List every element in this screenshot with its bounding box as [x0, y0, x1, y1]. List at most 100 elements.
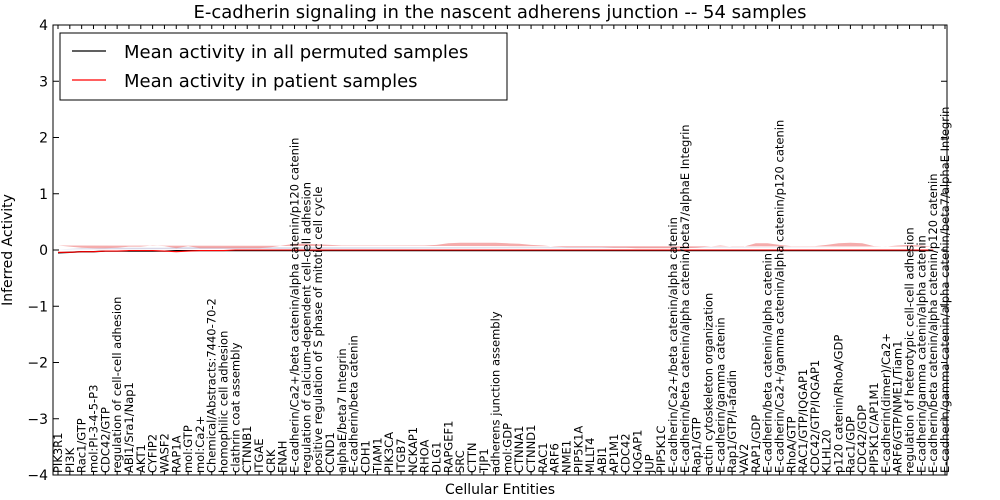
band-permuted-samples: [58, 247, 934, 250]
x-tick-label: AKT1: [134, 444, 148, 473]
x-tick-label: ABI1: [595, 447, 609, 473]
x-tick-label: ARF6: [548, 443, 562, 473]
x-tick-label: regulation of cell-cell adhesion: [110, 297, 124, 473]
x-tick-label: CTNNA1: [512, 426, 526, 473]
x-tick-label: JUP: [642, 454, 656, 474]
x-tick-label: clathrin coat assembly: [228, 342, 242, 473]
x-tick-label: E-cadherin/beta catenin: [347, 335, 361, 473]
line-patient-samples: [58, 249, 934, 253]
y-tick-label: 0: [39, 243, 48, 259]
chart-title: E-cadherin signaling in the nascent adhe…: [193, 2, 806, 23]
x-tick-label: DLG1: [429, 442, 443, 474]
x-tick-label: Rap1/GTP: [690, 417, 704, 473]
x-tick-label: PIP5K1C/AP1M1: [867, 382, 881, 473]
x-tick-label: CDC42/GTP/IQGAP1: [808, 360, 822, 473]
x-tick-label: KLHL20: [820, 429, 834, 473]
y-tick-label: −4: [27, 468, 48, 484]
y-tick-label: 4: [39, 18, 48, 34]
x-tick-label: RAP1A: [169, 435, 183, 473]
x-axis-ticks: [57, 25, 946, 475]
x-tick-label: CDC42/GTP: [98, 407, 112, 473]
x-tick-label: E-cadherin(dimer)/Ca2+: [879, 333, 893, 473]
x-tick-label: MLLT4: [583, 438, 597, 474]
x-tick-label: RhoA/GTP: [784, 416, 798, 473]
y-tick-label: 3: [39, 74, 48, 90]
x-tick-label: E-cadherin/gamma catenin/alpha catenin: [914, 235, 928, 473]
band-patient-samples: [58, 242, 934, 249]
x-tick-label: PIP5K1A: [571, 426, 585, 473]
x-tick-label: Rap1/GTP/I-afadin: [725, 370, 739, 473]
legend-label-permuted: Mean activity in all permuted samples: [124, 42, 468, 63]
x-tick-label: CYFIP2: [146, 434, 160, 473]
x-tick-label: RAP1/GDP: [749, 415, 763, 473]
x-tick-label: CTNNB1: [240, 426, 254, 473]
y-tick-label: 2: [39, 131, 48, 147]
x-tick-label: adherens junction assembly: [489, 311, 503, 473]
x-tick-label: mol:Ca2+: [193, 416, 207, 473]
x-tick-label: ABI1/Sra1/Nap1: [122, 382, 136, 473]
x-tick-label: mol:PI-3-4-5-P3: [86, 385, 100, 473]
x-tick-label: alphaE/beta7 Integrin: [335, 348, 349, 473]
x-tick-label: ITGB7: [394, 438, 408, 473]
x-tick-label: RHOA: [418, 440, 432, 473]
x-tick-labels: PIK3R1PI3KRac1/GTPmol:PI-3-4-5-P3CDC42/G…: [51, 107, 952, 474]
legend-label-patient: Mean activity in patient samples: [124, 71, 418, 92]
x-tick-label: RAC1: [536, 442, 550, 473]
x-tick-label: E-cadherin/Ca2+/gamma catenin/alpha cate…: [772, 120, 786, 473]
x-tick-label: E-cadherin/Ca2+/beta catenin/alpha caten…: [666, 217, 680, 473]
x-tick-label: PIK3R1: [51, 433, 65, 474]
series-lines: [57, 249, 934, 254]
legend-box: [59, 32, 508, 101]
x-tick-label: mol:GDP: [500, 423, 514, 473]
x-tick-label: CDH1: [358, 440, 372, 473]
y-tick-label: −1: [27, 299, 48, 315]
y-tick-label: 1: [39, 187, 48, 203]
legend: Mean activity in all permuted samples Me…: [59, 32, 508, 101]
confidence-bands: [58, 242, 934, 250]
x-tick-label: ITGAE: [252, 439, 266, 473]
x-tick-label: positive regulation of S phase of mitoti…: [311, 187, 325, 473]
x-tick-label: RAPGEF1: [441, 421, 455, 473]
x-tick-label: TIAM1: [370, 437, 384, 474]
x-tick-label: E-cadherin/Ca2+/beta catenin/alpha caten…: [288, 138, 302, 473]
x-tick-label: AP1M1: [607, 434, 621, 473]
x-tick-label: IQGAP1: [631, 430, 645, 473]
x-tick-label: CTNND1: [524, 425, 538, 473]
x-tick-label: Rac1/GDP: [843, 416, 857, 473]
x-tick-label: regulation of calcium-dependent cell-cel…: [299, 182, 313, 473]
x-tick-label: actin cytoskeleton organization: [701, 293, 715, 473]
x-tick-label: NCKAP1: [406, 427, 420, 473]
x-tick-label: E-cadherin/beta catenin/alpha catenin/p1…: [926, 174, 940, 474]
x-tick-label: CCND1: [323, 432, 337, 473]
x-tick-label: CDC42/GDP: [855, 405, 869, 473]
x-tick-label: mol:GTP: [181, 425, 195, 473]
x-tick-label: PI3K: [63, 447, 77, 473]
y-tick-label: −2: [27, 356, 48, 372]
x-tick-label: RAC1/GTP/IQGAP1: [796, 369, 810, 473]
x-tick-label: NME1: [560, 440, 574, 473]
y-axis-label: Inferred Activity: [0, 194, 16, 306]
x-axis-label: Cellular Entities: [445, 482, 555, 498]
x-tick-label: TJP1: [477, 448, 491, 474]
x-tick-label: PIP5K1C: [654, 426, 668, 473]
x-tick-label: SRC: [453, 450, 467, 473]
x-tick-label: E-cadherin/gamma catenin: [713, 317, 727, 473]
x-tick-label: homophilic cell adhesion: [217, 331, 231, 473]
y-tick-label: −3: [27, 412, 48, 428]
x-tick-label: WASF2: [157, 433, 171, 473]
x-tick-label: VAV2: [737, 444, 751, 473]
x-tick-label: Rac1/GTP: [75, 418, 89, 473]
x-tick-label: E-cadherin/gamma catenin/alpha catenin/b…: [938, 107, 952, 473]
x-tick-label: Chemical/Abstracts:7440-70-2: [205, 298, 219, 473]
x-tick-label: regulation of heterotypic cell-cell adhe…: [903, 227, 917, 473]
x-tick-label: ENAH: [276, 441, 290, 473]
x-tick-label: E-cadherin/beta catenin/alpha catenin/be…: [678, 124, 692, 473]
x-tick-label: CTTN: [465, 443, 479, 473]
x-tick-label: CRK: [264, 449, 278, 473]
x-tick-label: ARF6/GTP/NME1/Tiam1: [891, 341, 905, 473]
y-axis-ticks: −4 −3 −2 −1 0 1 2 3 4: [27, 18, 947, 484]
x-tick-label: p120 catenin/RhoA/GDP: [832, 335, 846, 473]
x-tick-label: E-cadherin/beta catenin/alpha catenin: [761, 253, 775, 473]
x-tick-label: PIK3CA: [382, 432, 396, 473]
